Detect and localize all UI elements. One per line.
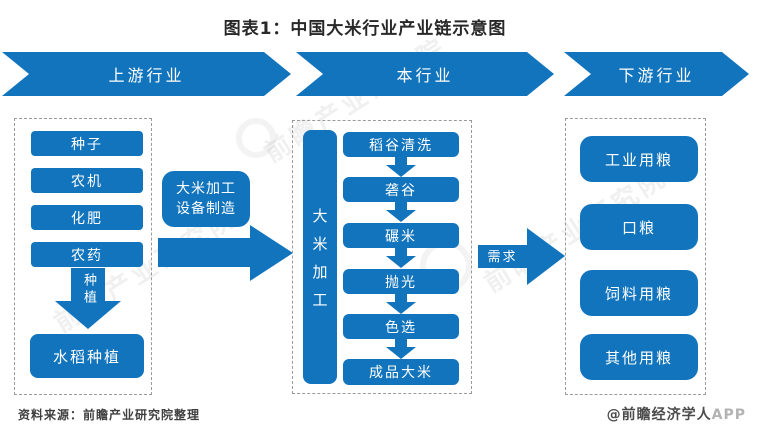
down-arrow-icon	[386, 248, 416, 268]
planting-arrow: 种植	[55, 268, 121, 329]
upstream-input-fertilizer: 化肥	[31, 205, 143, 230]
banner-stage-label: 下游行业	[618, 66, 695, 85]
downstream-use-other: 其他用粮	[580, 334, 698, 380]
process-step-polishing: 抛光	[343, 269, 459, 294]
demand-arrow-label: 需求	[487, 250, 518, 265]
down-arrow-icon	[386, 294, 416, 314]
down-arrow-icon	[55, 268, 121, 329]
box-label: 农机	[71, 173, 103, 190]
box-label: 种子	[71, 136, 103, 153]
box-label: 水稻种植	[52, 347, 121, 366]
brand-name: @前瞻经济学人	[606, 407, 712, 423]
down-arrow-icon	[386, 157, 416, 177]
brand-note: @前瞻经济学人APP	[607, 404, 746, 424]
box-label: 大米加工设备制造	[176, 180, 236, 217]
downstream-use-feed: 饲料用粮	[580, 270, 698, 316]
down-arrow-icon	[386, 339, 416, 359]
box-label: 成品大米	[369, 365, 433, 381]
box-label: 化肥	[71, 210, 103, 227]
source-note: 资料来源：前瞻产业研究院整理	[18, 408, 201, 422]
upstream-input-pesticide: 农药	[31, 242, 143, 267]
downstream-use-ration: 口粮	[580, 204, 698, 250]
midstream-section: 大米加工 稻谷清洗 砻谷 碾米 抛光 色选 成品大米	[292, 120, 472, 394]
equipment-manufacturing-box: 大米加工设备制造	[162, 171, 250, 227]
process-step-color-sorting: 色选	[343, 314, 459, 339]
banner-stage-upstream: 上游行业	[2, 52, 291, 96]
upstream-section: 种子 农机 化肥 农药 种植 水稻种植	[14, 118, 152, 395]
box-label: 色选	[385, 319, 417, 336]
box-label: 稻谷清洗	[369, 137, 433, 154]
box-label: 饲料用粮	[604, 284, 673, 303]
banner-stage-core: 本行业	[296, 52, 554, 96]
banner-stage-label: 本行业	[396, 66, 454, 85]
downstream-section: 工业用粮 口粮 饲料用粮 其他用粮	[565, 118, 706, 395]
rice-processing-side-bar: 大米加工	[303, 130, 337, 384]
process-step-milling: 碾米	[343, 223, 459, 248]
demand-arrow: 需求	[478, 228, 565, 285]
right-arrow-icon	[158, 225, 293, 281]
upstream-result-rice-planting: 水稻种植	[30, 334, 144, 378]
upstream-input-seed: 种子	[31, 131, 143, 156]
box-label: 砻谷	[385, 182, 417, 199]
watermark-logo-circle	[236, 118, 276, 158]
box-label: 农药	[71, 247, 103, 264]
process-step-hulling: 砻谷	[343, 177, 459, 202]
side-bar-label: 大米加工	[310, 207, 329, 320]
box-label: 口粮	[621, 218, 656, 237]
planting-arrow-label: 种植	[81, 273, 96, 307]
down-arrow-icon	[386, 202, 416, 222]
banner-stage-label: 上游行业	[108, 66, 185, 85]
box-label: 碾米	[385, 228, 417, 245]
process-step-finished-rice: 成品大米	[343, 359, 459, 385]
process-step-washing: 稻谷清洗	[343, 132, 459, 157]
brand-suffix: APP	[711, 407, 746, 423]
banner-stage-downstream: 下游行业	[564, 52, 749, 96]
box-label: 其他用粮	[604, 348, 673, 367]
downstream-use-industrial: 工业用粮	[580, 136, 698, 182]
box-label: 工业用粮	[604, 150, 673, 169]
page-title: 图表1：中国大米行业产业链示意图	[223, 19, 507, 39]
box-label: 抛光	[385, 274, 417, 291]
right-arrow-icon	[478, 228, 565, 285]
upstream-input-machinery: 农机	[31, 168, 143, 193]
